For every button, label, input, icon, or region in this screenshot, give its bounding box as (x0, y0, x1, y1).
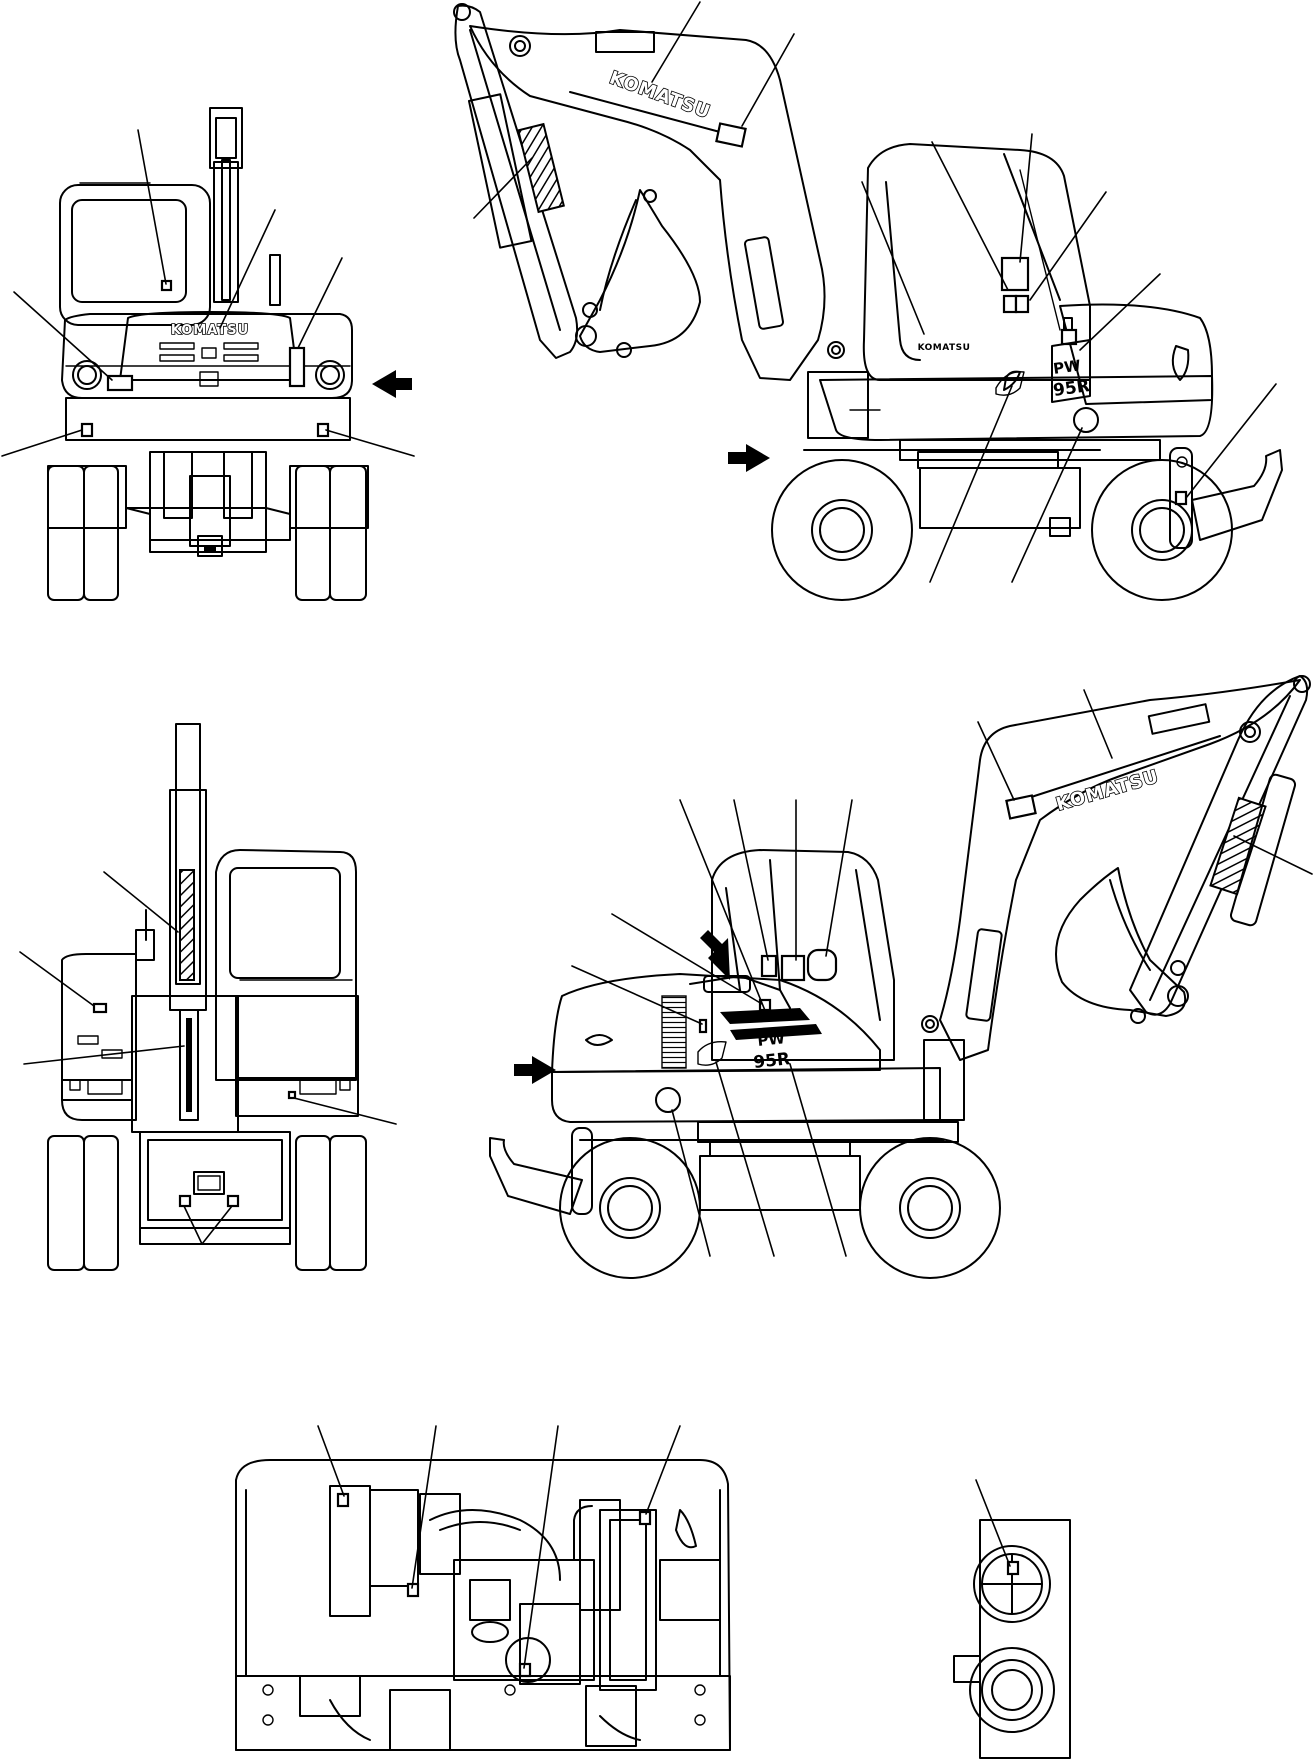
detail-decal (1006, 1560, 1020, 1576)
left-round-decal (655, 1087, 681, 1113)
rear-boom (169, 723, 207, 1121)
front-lamp-left (72, 360, 102, 390)
left-boom-brand-logo: KOMATSU (1054, 766, 1161, 815)
left-cab-decal-a (760, 954, 778, 978)
left-arm (1129, 675, 1311, 1016)
rear-leader-lines (19, 871, 397, 1245)
rear-boom-warning-stripe (179, 869, 195, 981)
rear-view (19, 723, 397, 1271)
engine-decal-1 (336, 1492, 350, 1508)
right-cab-decal-upper (1000, 256, 1030, 292)
rear-body (61, 909, 359, 1133)
left-cab (711, 849, 895, 1061)
view-direction-arrow-icon (728, 444, 770, 472)
left-engine-vent (661, 995, 687, 1069)
front-brand-logo: KOMATSU (171, 323, 249, 338)
right-bucket (575, 189, 701, 358)
rear-decal-lower-a (178, 1194, 192, 1208)
engine-components (262, 1485, 721, 1751)
left-side-view: KOMATSU PW 95R (489, 675, 1313, 1279)
left-engine-body: PW 95R (551, 973, 881, 1073)
front-leader-lines (1, 129, 415, 457)
right-engine-body: PW 95R KOMATSU (995, 303, 1213, 405)
rear-decal-right (287, 1090, 297, 1100)
engine-leader-lines (317, 1425, 681, 1669)
right-model-series: PW (1052, 356, 1082, 378)
right-arm (453, 3, 579, 359)
left-boom-decal (1005, 794, 1037, 820)
front-body: KOMATSU (61, 279, 353, 441)
right-cab-decal-lower-a (1002, 294, 1018, 314)
left-wheels (559, 1137, 1001, 1279)
front-lamp-right (315, 360, 345, 390)
front-view: KOMATSU (1, 107, 415, 601)
view-direction-arrow-icon (372, 370, 412, 398)
right-boom: KOMATSU (469, 25, 845, 381)
left-cab-decal-b (780, 954, 806, 982)
right-leader-lines (473, 1, 1277, 583)
left-leader-lines (571, 689, 1313, 1257)
right-cab: KOMATSU (862, 143, 1091, 381)
right-boom-decal (715, 122, 747, 148)
front-decal-right (288, 346, 306, 388)
left-arm-warning-stripe (1209, 796, 1267, 896)
rear-cab (215, 849, 357, 1081)
right-blade-decal (1174, 490, 1188, 506)
left-side-emblem (697, 1041, 727, 1066)
right-boom-brand-logo: KOMATSU (607, 67, 714, 123)
right-wheels (771, 459, 1233, 601)
front-grille (159, 342, 259, 387)
front-decal-left (106, 374, 134, 392)
left-engine-side-decal (698, 1018, 708, 1034)
engine-decal-4 (638, 1510, 652, 1526)
left-bucket (1055, 867, 1189, 1024)
left-model-number: 95R (752, 1049, 791, 1073)
right-arm-warning-stripe (517, 122, 565, 214)
right-dozer-blade (1169, 447, 1283, 549)
front-decal-lower-left (80, 422, 94, 438)
front-decal-cab-window (160, 279, 173, 292)
view-direction-arrow-icon (514, 1056, 556, 1084)
left-dozer-blade (489, 1127, 593, 1215)
view-direction-arrow-icon (700, 930, 730, 980)
front-undercarriage (47, 451, 369, 601)
engine-compartment-view (235, 1425, 731, 1751)
rear-decal-left (92, 1002, 108, 1014)
right-cab-decal-lower-b (1014, 294, 1030, 314)
rear-decal-lower-b (226, 1194, 240, 1208)
left-cab-decal-c (806, 948, 838, 982)
front-cab (59, 182, 211, 326)
component-detail-view (953, 1479, 1071, 1759)
front-boom (209, 107, 281, 306)
rear-undercarriage (47, 1131, 367, 1271)
left-lower-body (551, 1039, 965, 1157)
right-round-decal (1073, 407, 1099, 433)
right-side-view: KOMATSU KOMATSU PW 95R (453, 1, 1283, 601)
left-model-series: PW (757, 1029, 787, 1050)
right-cab-brand-mark: KOMATSU (918, 343, 971, 353)
